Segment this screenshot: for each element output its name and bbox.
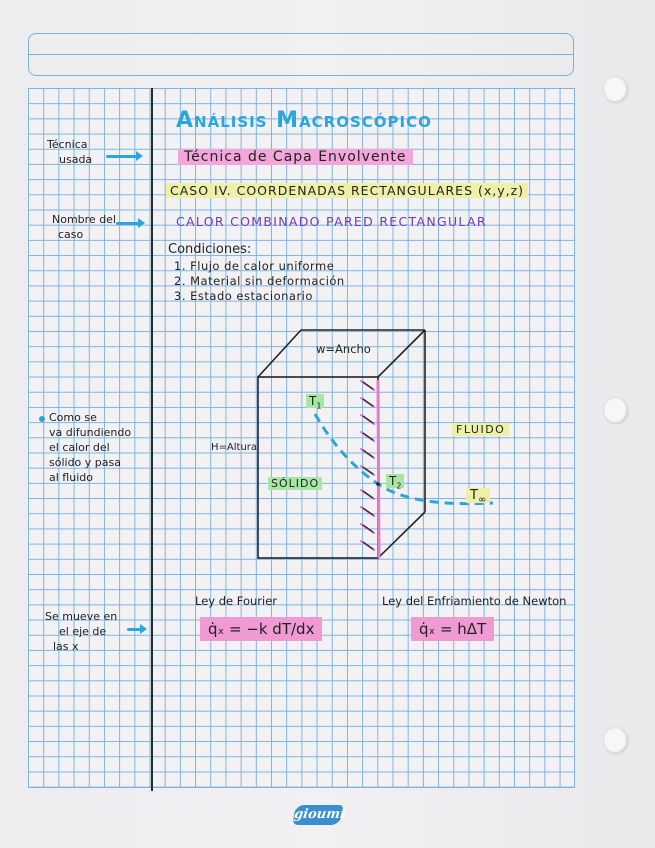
width-label: w=Ancho (316, 342, 371, 356)
margin-note-case: Nombre del caso (52, 212, 116, 242)
punch-hole-top (603, 76, 627, 102)
margin-note-diffusion: Como se va difundiendo el calor del sóli… (49, 410, 131, 485)
height-label: H=Altura (211, 442, 258, 453)
newton-law-title: Ley del Enfriamiento de Newton (382, 594, 567, 608)
note-line: el calor del (49, 441, 110, 454)
note-line: el eje de (59, 625, 107, 638)
fourier-law-title: Ley de Fourier (195, 594, 278, 608)
fourier-formula: q̇ₓ = −k dT/dx (200, 617, 323, 641)
note-line: al fluido (49, 471, 93, 484)
fluid-text: FLUIDO (452, 423, 510, 436)
note-line: sólido y pasa (49, 456, 121, 469)
graph-paper-grid (28, 88, 575, 788)
arrow-right-icon (127, 624, 147, 634)
fluid-label: FLUIDO (452, 423, 510, 436)
note-line: usada (59, 153, 93, 166)
brand-logo: gioumi (292, 805, 346, 825)
conditions-title: Condiciones: (168, 242, 252, 257)
margin-line (151, 88, 153, 791)
technique-label: Técnica de Capa Envolvente (178, 149, 413, 165)
newton-formula: q̇ₓ = hΔT (411, 617, 495, 641)
technique-text: Técnica de Capa Envolvente (178, 149, 413, 165)
margin-note-technique: Técnica usada (47, 137, 92, 167)
arrow-right-icon (116, 218, 145, 228)
punch-hole-middle (603, 397, 627, 423)
header-box (28, 33, 574, 76)
solid-label: SÓLIDO (268, 477, 323, 490)
bullet-icon (39, 416, 45, 422)
header-divider (29, 54, 573, 55)
note-line: Técnica (47, 138, 88, 151)
note-line: caso (58, 228, 84, 241)
page-title: Análisis Macroscópico (176, 108, 432, 133)
condition-item: 3. Estado estacionario (174, 289, 313, 303)
note-line: va difundiendo (49, 426, 132, 439)
wall-hatching (359, 379, 376, 552)
case-name: CALOR COMBINADO PARED RECTANGULAR (176, 214, 487, 229)
tinf-label: T∞ (466, 488, 491, 506)
t2-label: T2 (386, 474, 405, 490)
t1-label: T1 (306, 394, 325, 410)
note-line: Nombre del (52, 213, 117, 226)
condition-item: 1. Flujo de calor uniforme (174, 259, 335, 273)
case-text: CASO IV. COORDENADAS RECTANGULARES (x,y,… (166, 183, 529, 198)
note-line: las x (53, 640, 79, 653)
solid-text: SÓLIDO (268, 477, 323, 490)
note-line: Como se (49, 411, 97, 424)
case-label: CASO IV. COORDENADAS RECTANGULARES (x,y,… (166, 183, 529, 198)
punch-hole-bottom (603, 727, 627, 753)
margin-note-axis: Se mueve en el eje de las x (45, 609, 117, 654)
note-line: Se mueve en (45, 610, 118, 623)
condition-item: 2. Material sin deformación (174, 274, 345, 288)
arrow-right-icon (106, 151, 143, 161)
